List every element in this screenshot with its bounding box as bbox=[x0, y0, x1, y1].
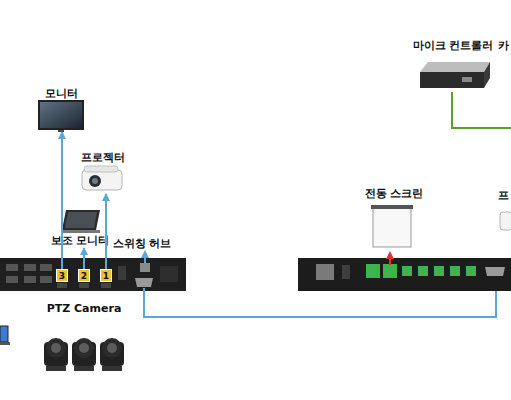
mic-controller-icon bbox=[420, 62, 490, 88]
switcher-device bbox=[0, 258, 186, 291]
callout-number: 3 bbox=[57, 270, 67, 281]
screen-icon bbox=[371, 205, 413, 247]
mic-controller-device: 마이크 컨트롤러 bbox=[414, 38, 492, 90]
port-number: 3 bbox=[56, 269, 68, 282]
projector-icon bbox=[82, 166, 122, 190]
device-label: 카 bbox=[498, 38, 509, 53]
port-number: 2 bbox=[78, 269, 90, 282]
hub-arrow bbox=[144, 252, 146, 263]
device-label: 마이크 컨트롤러 bbox=[394, 38, 511, 53]
device-label: PTZ Camera bbox=[20, 302, 148, 315]
callout-number: 2 bbox=[79, 270, 89, 281]
device-label: 프 bbox=[498, 188, 509, 203]
monitor-device: 모니터 bbox=[36, 86, 86, 132]
signal-arrow bbox=[83, 248, 85, 269]
device-label: 모니터 bbox=[16, 86, 106, 101]
callout-number: 1 bbox=[101, 270, 111, 281]
laptop-icon bbox=[0, 326, 10, 345]
device-label: 스위칭 허브 bbox=[92, 236, 192, 250]
control-box bbox=[298, 258, 511, 291]
hub-device: 스위칭 허브 bbox=[112, 236, 172, 250]
camera-group: PTZ Camera bbox=[40, 302, 128, 374]
tablet-icon bbox=[62, 210, 100, 233]
serial-cable bbox=[144, 288, 496, 317]
device-label: 보조 모니터 bbox=[36, 233, 124, 248]
projector-device: 프로젝터 bbox=[78, 150, 128, 194]
control-line bbox=[452, 92, 511, 128]
projector-icon bbox=[500, 212, 511, 230]
tv-icon bbox=[38, 100, 84, 132]
ptz-cameras bbox=[44, 338, 124, 371]
sub-monitor-device: 보조 모니터 bbox=[56, 206, 104, 248]
device-label: 전동 스크린 bbox=[342, 186, 446, 201]
device-label: 프로젝터 bbox=[58, 150, 148, 165]
signal-arrow bbox=[105, 194, 107, 269]
screen-arrow bbox=[389, 253, 391, 265]
port-number: 1 bbox=[100, 269, 112, 282]
screen-device: 전동 스크린 bbox=[362, 186, 426, 250]
signal-arrow bbox=[61, 132, 63, 269]
